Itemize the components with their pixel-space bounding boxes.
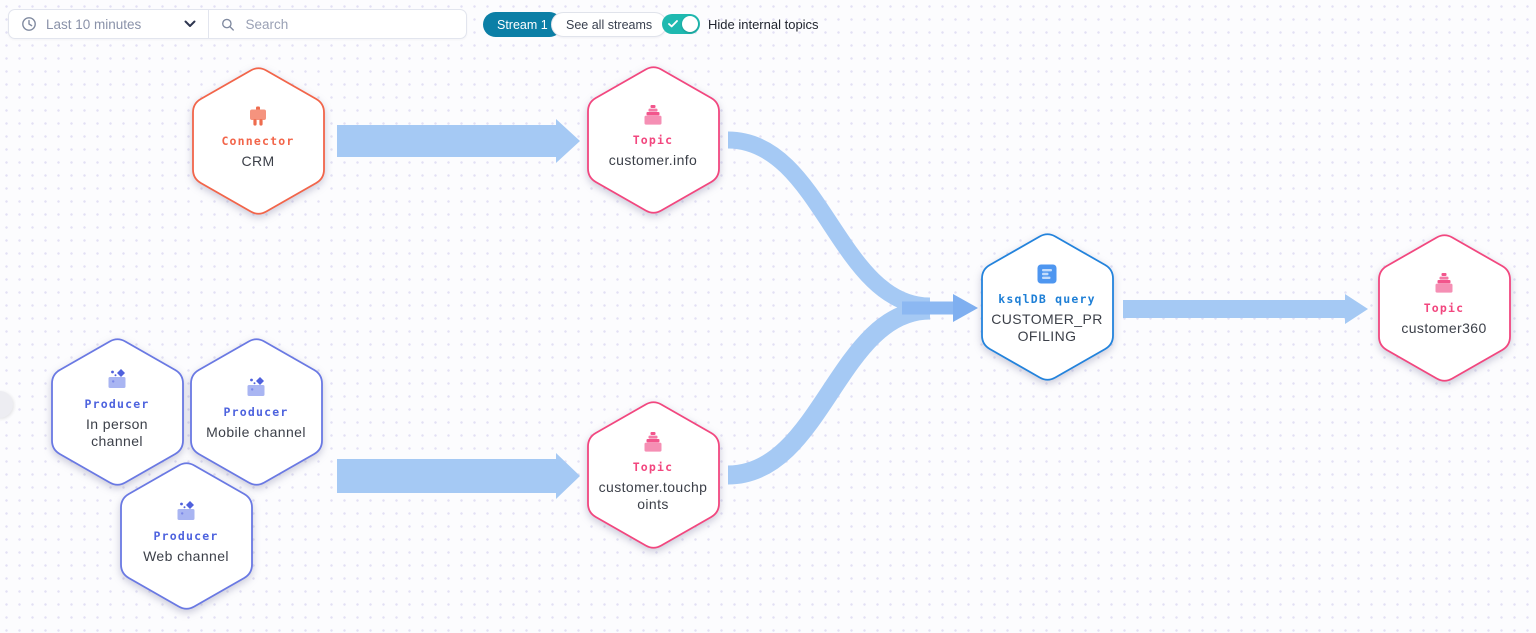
node-type-label: Topic xyxy=(632,459,674,474)
node-ksqldb-customer-profiling[interactable]: ksqlDB query CUSTOMER_PROFILING xyxy=(980,232,1114,382)
stream-1-button[interactable]: Stream 1 xyxy=(483,12,562,37)
node-name: CRM xyxy=(241,153,275,170)
hexagon-outline xyxy=(191,67,325,215)
canvas-edge-handle[interactable] xyxy=(0,391,13,418)
time-range-label: Last 10 minutes xyxy=(46,16,142,32)
time-range-selector[interactable]: Last 10 minutes xyxy=(9,16,208,32)
toolbar-divider xyxy=(208,10,209,38)
node-connector-crm[interactable]: Connector CRM xyxy=(191,66,325,216)
node-producer-web-channel[interactable]: Producer Web channel xyxy=(119,461,253,611)
hexagon-outline xyxy=(980,233,1114,381)
edge-crm-to-customer-info[interactable] xyxy=(337,119,580,163)
node-topic-customer360[interactable]: Topic customer360 xyxy=(1377,233,1511,383)
producer-icon xyxy=(173,498,199,524)
edge-merged-arrowhead xyxy=(953,294,978,322)
topic-icon xyxy=(640,102,666,128)
node-type-label: Producer xyxy=(223,405,289,420)
check-icon xyxy=(668,20,678,28)
hexagon-outline xyxy=(50,338,184,486)
hexagon-outline xyxy=(119,462,253,610)
node-name: Web channel xyxy=(143,548,229,565)
node-name: In person channel xyxy=(86,415,148,450)
topic-icon xyxy=(640,429,666,455)
node-type-label: Topic xyxy=(632,133,674,148)
hexagon-outline xyxy=(586,401,720,549)
node-producer-in-person-channel[interactable]: Producer In person channel xyxy=(50,337,184,487)
node-producer-mobile-channel[interactable]: Producer Mobile channel xyxy=(189,337,323,487)
search-input[interactable] xyxy=(243,15,454,33)
hexagon-outline xyxy=(586,66,720,214)
producer-icon xyxy=(243,374,269,400)
node-type-label: Connector xyxy=(221,134,295,149)
hexagon-outline xyxy=(189,338,323,486)
hexagon-outline xyxy=(1377,234,1511,382)
clock-icon xyxy=(22,17,36,31)
node-topic-customer-info[interactable]: Topic customer.info xyxy=(586,65,720,215)
node-name: customer.touchpoints xyxy=(598,478,708,513)
node-type-label: Topic xyxy=(1423,301,1465,316)
edge-touchpoints-to-profiling[interactable] xyxy=(727,300,931,485)
connector-icon xyxy=(245,103,271,129)
edge-profiling-to-customer360[interactable] xyxy=(1123,294,1368,324)
node-type-label: ksqlDB query xyxy=(998,291,1096,306)
edge-customer-info-to-profiling[interactable] xyxy=(727,131,931,315)
hide-internal-topics-toggle[interactable] xyxy=(662,14,700,34)
chevron-down-icon xyxy=(184,20,196,27)
search-section xyxy=(209,15,466,33)
node-name: customer360 xyxy=(1401,320,1487,337)
node-topic-customer-touchpoints[interactable]: Topic customer.touchpoints xyxy=(586,400,720,550)
hide-internal-topics-label: Hide internal topics xyxy=(708,17,819,32)
node-type-label: Producer xyxy=(84,396,150,411)
edge-producers-to-customer-touchpoints[interactable] xyxy=(337,453,580,499)
search-icon xyxy=(222,18,234,31)
node-name: Mobile channel xyxy=(206,424,306,441)
node-name: customer.info xyxy=(608,152,698,169)
node-name: CUSTOMER_PROFILING xyxy=(991,310,1103,345)
node-type-label: Producer xyxy=(153,529,219,544)
see-all-streams-button[interactable]: See all streams xyxy=(551,12,668,37)
ksqldb-icon xyxy=(1034,261,1060,287)
producer-icon xyxy=(104,366,130,392)
topic-icon xyxy=(1431,270,1457,296)
toggle-knob xyxy=(682,16,698,32)
filter-bar: Last 10 minutes xyxy=(8,9,467,39)
